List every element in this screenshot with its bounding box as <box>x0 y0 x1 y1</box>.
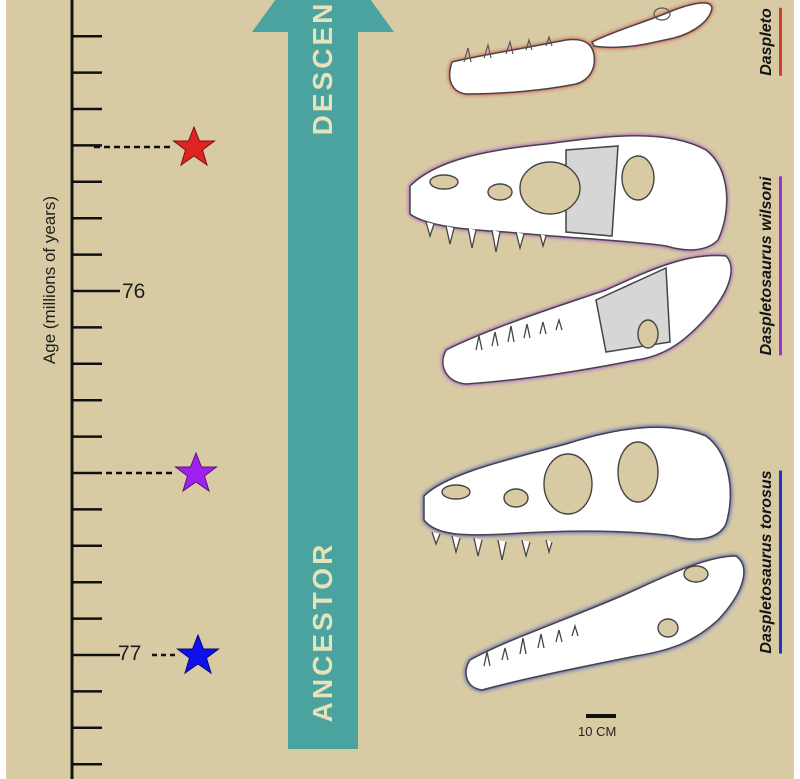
species-label-top: Daspleto <box>758 8 782 76</box>
species-label-wilsoni: Daspletosaurus wilsoni <box>758 177 782 356</box>
scale-bar-label: 10 CM <box>578 724 616 739</box>
species-label-torosus: Daspletosaurus torosus <box>758 470 782 653</box>
figure-canvas: Age (millions of years) 76 77 DESCEN ANC… <box>6 0 794 779</box>
skull-illustrations <box>6 0 794 779</box>
